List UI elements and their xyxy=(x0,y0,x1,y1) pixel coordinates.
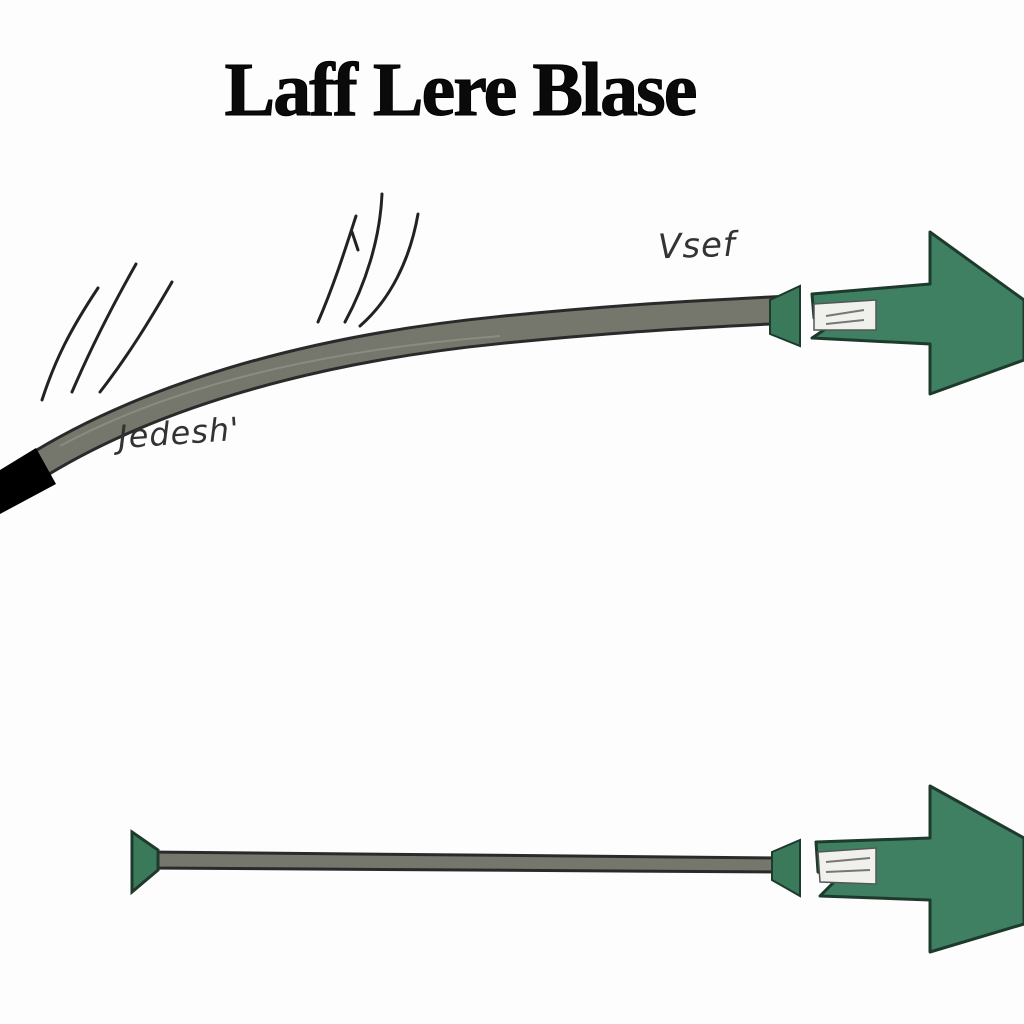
top-arrow xyxy=(810,230,1024,396)
motion-lines-right xyxy=(316,192,420,328)
nozzle-label: Vsef xyxy=(657,224,737,268)
bottom-left-cap xyxy=(130,829,160,896)
motion-lines-left xyxy=(40,262,174,402)
hose-handle xyxy=(0,448,56,514)
bottom-arrow xyxy=(814,784,1024,954)
bottom-right-cap xyxy=(771,838,801,898)
curved-hose xyxy=(21,295,781,483)
diagram-title: Laff Lere Blase xyxy=(224,48,698,132)
straight-hose xyxy=(146,850,782,874)
top-hose-cap xyxy=(769,284,801,348)
